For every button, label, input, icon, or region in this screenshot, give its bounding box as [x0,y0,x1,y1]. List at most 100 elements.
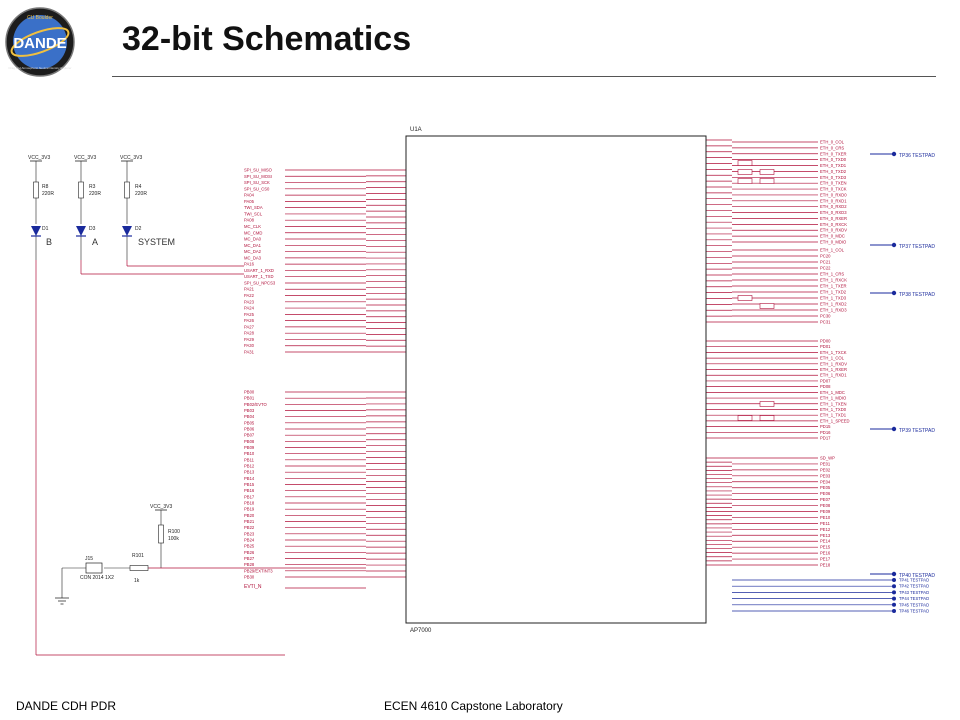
res-value-r8: 220R [42,191,54,197]
net-label-pd: ETH_1_TXEN [820,401,847,406]
series-resistor [759,415,775,421]
net-label-left: SPI_SU_CS0 [244,186,270,191]
net-label-eth: ETH_0_TXD3 [820,175,847,180]
title-divider [112,76,936,77]
net-label-left: TWI_SCL [244,211,263,216]
footer-project: DANDE CDH PDR [16,699,117,713]
net-label-pb: PB30 [244,575,255,580]
net-label-pe: PE12 [820,527,831,532]
net-label-pd: ETH_1_TXCK [820,350,847,355]
net-label-left: PA22 [244,293,255,298]
net-label-pb: PB15 [244,482,255,487]
led-diode-icon [31,226,41,236]
net-label-left: PA16 [244,262,255,267]
led-label-a: A [92,237,98,247]
net-label-left: PA04 [244,193,255,198]
logo-bottom-text: Drag and Atmospheric Neutral Density Exp… [8,66,71,70]
net-label-pb: PB25 [244,544,255,549]
net-label-pb: PB19 [244,507,255,512]
net-label-pb: PB24 [244,538,255,543]
net-label-right_mid: ETH_1_RXCK [820,278,847,283]
net-label-pd: ETH_1_TXD1 [820,413,847,418]
net-label-right_mid: ETH_1_TXD2 [820,290,847,295]
led-resistor [78,181,84,199]
net-label-right_mid: PC22 [820,266,831,271]
testpad-dot [892,590,896,595]
net-label-pb: PB20 [244,513,255,518]
net-label-pb: PB26 [244,550,255,555]
net-label-pb: PB29/EXTINT3 [244,568,273,573]
net-label-pd: PD07 [820,378,831,383]
jumper-part: CON 2014 1X2 [80,575,114,581]
net-label-pe: PE14 [820,539,831,544]
net-label-pb: PB01 [244,396,255,401]
net-label-pe: PE08 [820,503,831,508]
led-resistor [33,181,39,199]
net-label-pd: ETH_1_COL [820,356,845,361]
r101-value: 1k [134,578,140,584]
net-label-pd: PD17 [820,436,831,441]
net-label-pb: PB23 [244,531,255,536]
net-label-eth: ETH_0_CRS [820,145,844,150]
testpad-dot [891,426,897,432]
ground-icon [55,597,69,605]
series-resistor [759,169,775,175]
net-label-left: PA21 [244,287,255,292]
net-label-pb: PB07 [244,433,255,438]
net-label-left: PA30 [244,343,255,348]
net-label-left: PA29 [244,337,255,342]
supply-label-2: VCC_3V3 [74,155,96,161]
led-ref-d1: D1 [42,226,49,232]
net-label-eth: ETH_0_MDC [820,234,845,239]
testpad-dot [892,602,896,607]
net-label-pb: PB10 [244,451,255,456]
testpad-tp39: TP39 TESTPAD [899,428,935,434]
evti-net-label: EVTI_N [244,584,262,590]
net-label-eth: ETH_0_RXD3 [820,210,847,215]
net-label-pd: ETH_1_TXD0 [820,407,847,412]
testpad-label: TP45 TESTPAD [899,602,929,607]
led-diode-icon [76,226,86,236]
net-label-pd: ETH_1_SPEED [820,418,850,423]
net-label-right_mid: ETH_1_TXER [820,284,847,289]
net-label-left: PA25 [244,312,255,317]
net-label-eth: ETH_0_TXCK [820,187,847,192]
net-label-left: PA26 [244,318,255,323]
net-label-left: MC_DA3 [244,255,262,260]
r100-body [158,524,164,544]
net-label-pb: PB22 [244,525,255,530]
net-label-pd: ETH_1_RXD1 [820,373,847,378]
net-label-pb: PB18 [244,501,255,506]
net-label-left: USART_1_TXD [244,274,273,279]
testpad-dot [891,242,897,248]
testpad-tp38: TP38 TESTPAD [899,292,935,298]
net-label-pd: PD00 [820,339,831,344]
net-label-right_mid: ETH_1_CRS [820,272,844,277]
res-ref-r8: R8 [42,184,49,190]
testpad-label: TP44 TESTPAD [899,596,929,601]
led-resistor [124,181,130,199]
testpad-label: TP42 TESTPAD [899,584,929,589]
supply-label-1: VCC_3V3 [28,155,50,161]
net-label-left: PA31 [244,350,255,355]
testpad-dot [891,290,897,296]
net-label-pe: PE16 [820,551,831,556]
net-label-pb: PB28 [244,562,255,567]
net-label-right_mid: ETH_1_TXD3 [820,296,847,301]
net-label-pd: ETH_1_MDC [820,390,845,395]
net-label-pb: PB05 [244,420,255,425]
net-label-pb: PB27 [244,556,255,561]
net-label-left: MC_CLK [244,224,261,229]
series-resistor [737,295,753,301]
net-label-left: SPI_SU_MISO [244,168,273,173]
net-label-pb: PB13 [244,470,255,475]
net-label-left: SPI_SU_SCK [244,180,270,185]
net-label-pe: PE13 [820,533,831,538]
net-label-left: PA24 [244,306,255,311]
res-value-r4: 220R [135,191,147,197]
r100-value: 100k [168,536,179,542]
net-label-left: PA08 [244,218,255,223]
net-label-eth: ETH_0_RXER [820,216,847,221]
r100-ref: R100 [168,529,180,535]
